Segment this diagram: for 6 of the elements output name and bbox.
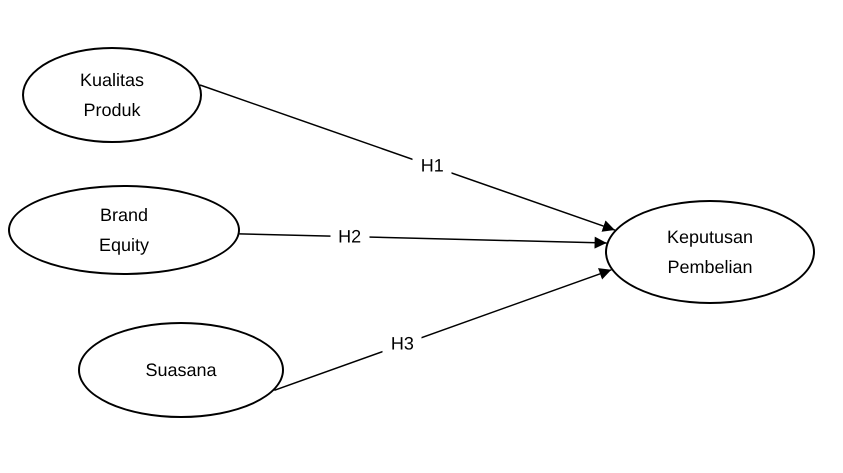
node-label: Keputusan Pembelian: [666, 226, 754, 279]
node-label: Brand Equity: [98, 204, 150, 257]
arrow: [200, 84, 616, 232]
arrow: [240, 233, 607, 249]
node-label: Kualitas Produk: [78, 69, 146, 122]
node-label: Suasana: [145, 359, 217, 382]
